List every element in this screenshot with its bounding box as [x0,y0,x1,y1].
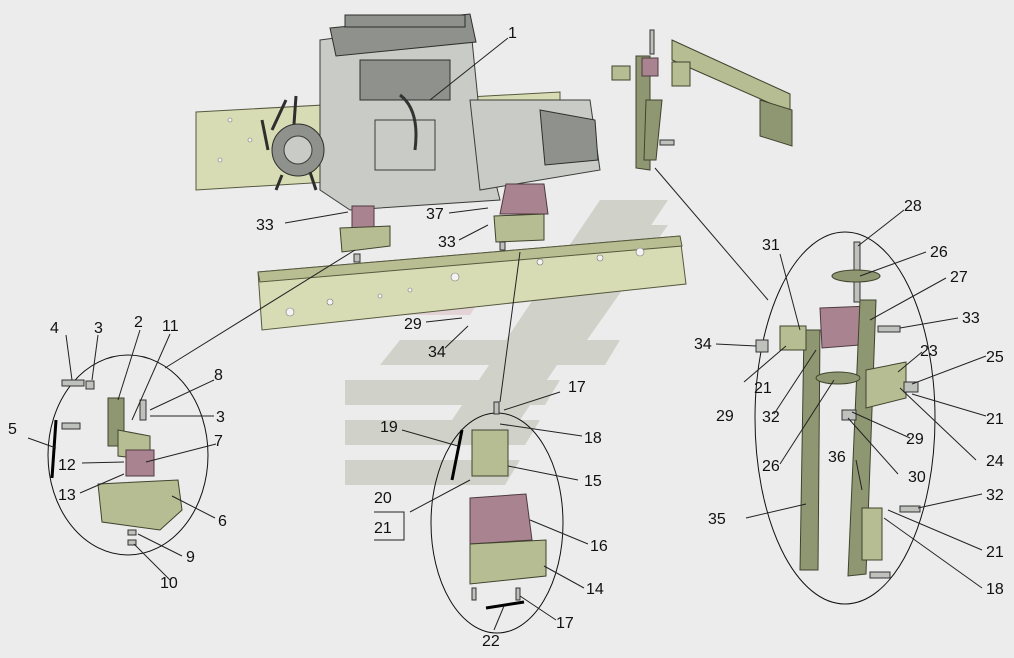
callout-30: 30 [908,469,926,486]
callout-17: 17 [556,615,574,632]
callout-8: 8 [214,367,223,384]
callout-9: 9 [186,549,195,566]
callout-32: 32 [986,487,1004,504]
callout-21: 21 [986,544,1004,561]
callout-29: 29 [404,316,422,333]
detail-right-mount [754,231,936,605]
callout-12: 12 [58,457,76,474]
callout-22: 22 [482,633,500,650]
callout-25: 25 [986,349,1004,366]
callout-23: 23 [920,343,938,360]
callout-21: 21 [754,380,772,397]
callout-21: 21 [374,520,392,537]
callout-31: 31 [762,237,780,254]
callout-4: 4 [50,320,59,337]
callout-18: 18 [986,581,1004,598]
callout-3: 3 [94,320,103,337]
callout-37: 37 [426,206,444,223]
callout-11: 11 [162,318,179,335]
callout-3: 3 [216,409,225,426]
callout-35: 35 [708,511,726,528]
detail-left-mount [47,354,209,556]
callout-33: 33 [962,310,980,327]
callout-29: 29 [906,431,924,448]
callout-14: 14 [586,581,604,598]
callout-21: 21 [986,411,1004,428]
callout-26: 26 [762,458,780,475]
callout-26: 26 [930,244,948,261]
callout-24: 24 [986,453,1004,470]
callout-19: 19 [380,419,398,436]
callout-7: 7 [214,433,223,450]
callout-16: 16 [590,538,608,555]
callout-17: 17 [568,379,586,396]
engine-mount-front [339,205,391,263]
callout-10: 10 [160,575,178,592]
callout-32: 32 [762,409,780,426]
callout-28: 28 [904,198,922,215]
crossmember-bracket [611,29,793,171]
callout-34: 34 [428,344,446,361]
callout-labels: 1 2 3 3 4 5 6 7 8 9 10 11 12 13 14 15 16… [8,25,1004,650]
leader-lines [27,37,987,631]
callout-27: 27 [950,269,968,286]
callout-18: 18 [584,430,602,447]
detail-middle-mount [430,401,564,634]
callout-2: 2 [134,314,143,331]
callout-1: 1 [508,25,517,42]
frame-rail-front [257,235,687,331]
callout-33: 33 [256,217,274,234]
callout-15: 15 [584,473,602,490]
engine-mount-rear [493,183,549,251]
callout-6: 6 [218,513,227,530]
callout-5: 5 [8,421,17,438]
engine-gearbox-assembly [260,13,601,211]
callout-34: 34 [694,336,712,353]
callout-29: 29 [716,408,734,425]
callout-13: 13 [58,487,76,504]
callout-20: 20 [374,490,392,507]
callout-33: 33 [438,234,456,251]
callout-36: 36 [828,449,846,466]
